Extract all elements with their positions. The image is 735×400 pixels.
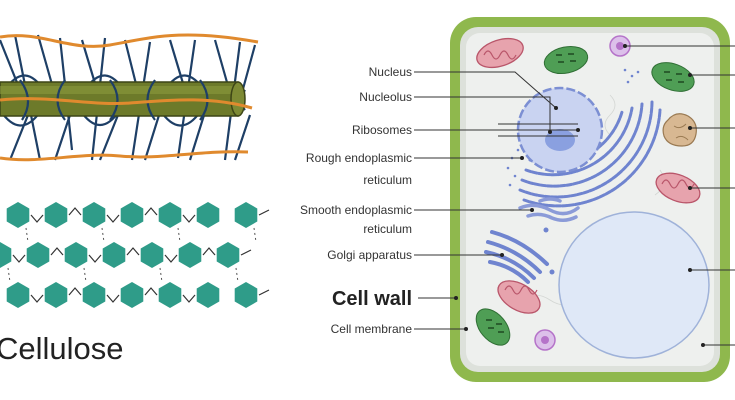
glucose-ring (102, 242, 126, 268)
glucose-ring (26, 242, 50, 268)
cellulose-microfibril-illustration (0, 33, 259, 162)
hydrogen-bond (7, 267, 11, 283)
glucose-ring (216, 242, 240, 268)
label-cell-membrane: Cell membrane (331, 322, 413, 336)
glucose-ring (6, 202, 30, 228)
glucose-ring (6, 282, 30, 308)
nucleolus (545, 129, 575, 151)
left-leader-lines (414, 71, 578, 330)
hydrogen-bond (253, 227, 257, 243)
glycosidic-bonds (30, 207, 196, 223)
microfibril-rod (0, 81, 246, 117)
hydrogen-bond (235, 267, 239, 283)
cellulose-title: Cellulose (0, 331, 124, 366)
glycosidic-bonds (30, 287, 196, 303)
glucose-ring (82, 202, 106, 228)
label-rough-er-line2: reticulum (363, 173, 412, 187)
label-nucleolus: Nucleolus (359, 90, 412, 104)
right-leader-dots (623, 44, 705, 347)
cellulose-fibers (0, 33, 259, 162)
label-ribosomes: Ribosomes (352, 123, 412, 137)
glucose-ring (140, 242, 164, 268)
hydrogen-bond (177, 227, 181, 243)
hydrogen-bond (25, 227, 29, 243)
glucose-ring (44, 282, 68, 308)
organelle-labels: Nucleus Nucleolus Ribosomes Rough endopl… (300, 65, 412, 336)
hydrogen-bond (101, 227, 105, 243)
glucose-chains (0, 202, 270, 308)
smooth-endoplasmic-reticulum (518, 197, 580, 222)
glucose-ring (64, 242, 88, 268)
golgi-apparatus (484, 227, 555, 284)
glucose-ring (158, 202, 182, 228)
hydrogen-bond (83, 267, 87, 283)
hydrogen-bond (159, 267, 163, 283)
glucose-ring (158, 282, 182, 308)
amyloplast (662, 113, 697, 147)
chloroplasts (475, 45, 695, 346)
glucose-ring (82, 282, 106, 308)
glycosidic-bonds (12, 247, 216, 263)
glucose-ring (0, 242, 12, 268)
glucose-ring (120, 202, 144, 228)
label-rough-er-line1: Rough endoplasmic (306, 151, 412, 165)
glucose-ring (234, 282, 258, 308)
glucose-ring (196, 282, 220, 308)
chain-tail-bond (258, 289, 270, 296)
label-smooth-er-line2: reticulum (363, 222, 412, 236)
label-cell-wall: Cell wall (332, 288, 412, 310)
central-vacuole (558, 211, 710, 359)
left-leader-dots (454, 106, 580, 331)
glucose-ring (178, 242, 202, 268)
glucose-ring (44, 202, 68, 228)
chain-tail-bond (240, 249, 252, 256)
plant-cell (450, 17, 735, 382)
chain-tail-bond (258, 209, 270, 216)
glucose-ring (120, 282, 144, 308)
glucose-ring (196, 202, 220, 228)
right-leader-lines (625, 45, 735, 346)
glucose-ring (234, 202, 258, 228)
label-smooth-er-line1: Smooth endoplasmic (300, 203, 412, 217)
label-golgi: Golgi apparatus (327, 248, 412, 262)
label-nucleus: Nucleus (369, 65, 412, 79)
